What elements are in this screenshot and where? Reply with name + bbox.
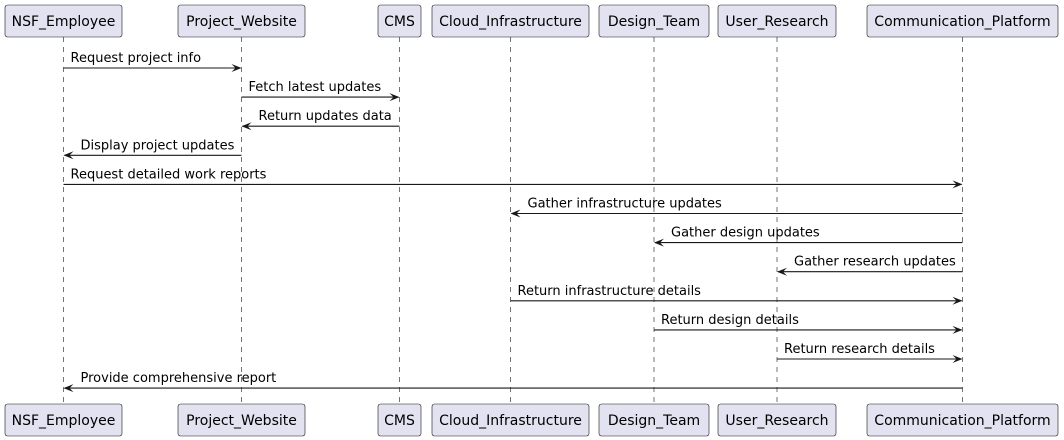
participant-label: Project_Website [186, 413, 297, 429]
participants-bottom: NSF_Employee Project_Website CMS Cloud_Infr… [4, 403, 1059, 437]
message: Gather research updates [777, 255, 963, 276]
message-label: Display project updates [81, 138, 235, 153]
message: Display project updates [63, 138, 242, 160]
participant-box [866, 403, 1059, 437]
participant-bottom-communication-platform: Communication_Platform [866, 403, 1059, 437]
participant-label: CMS [384, 14, 415, 30]
participant-top-project-website: Project_Website [177, 4, 306, 38]
participant-label: NSF_Employee [12, 413, 116, 429]
message-label: Gather design updates [671, 226, 820, 241]
participant-top-cloud-infrastructure: Cloud_Infrastructure [431, 4, 590, 38]
participant-bottom-nsf-employee: NSF_Employee [4, 403, 123, 437]
message: Return design details [654, 313, 963, 334]
arrow-head [654, 238, 664, 247]
participant-label: CMS [384, 413, 415, 429]
message: Return updates data [241, 109, 400, 131]
participant-top-cms: CMS [377, 4, 422, 38]
participant-label: Communication_Platform [874, 14, 1050, 30]
participant-label: User_Research [725, 413, 828, 429]
participant-label: Cloud_Infrastructure [439, 413, 582, 429]
message-label: Request project info [71, 51, 202, 66]
participant-box [598, 403, 710, 437]
message: Provide comprehensive report [63, 371, 963, 393]
participant-top-user-research: User_Research [717, 4, 837, 38]
participants-top: NSF_Employee Project_Website CMS Cloud_Infr… [4, 4, 1059, 38]
participant-box [866, 4, 1059, 38]
arrow-head [952, 180, 963, 189]
arrow-head [510, 209, 521, 218]
arrow-head [952, 296, 963, 305]
message-label: Return updates data [259, 109, 392, 124]
participant-box [4, 403, 123, 437]
participant-box [177, 4, 306, 38]
participant-label: Project_Website [186, 14, 297, 30]
participant-box [717, 4, 837, 38]
participant-box [598, 4, 710, 38]
participant-label: Communication_Platform [874, 413, 1050, 429]
arrow-head [63, 384, 74, 393]
participant-box [377, 4, 422, 38]
participant-top-design-team: Design_Team [598, 4, 710, 38]
message-label: Return design details [661, 313, 799, 328]
message-label: Gather research updates [794, 255, 956, 270]
lifelines [63, 37, 963, 404]
message: Request detailed work reports [63, 167, 963, 189]
message: Request project info [63, 51, 242, 72]
arrow-head [952, 355, 963, 363]
message: Gather design updates [654, 226, 963, 247]
participant-bottom-user-research: User_Research [717, 403, 837, 437]
participant-bottom-cloud-infrastructure: Cloud_Infrastructure [431, 403, 590, 437]
message-label: Provide comprehensive report [81, 371, 277, 386]
participant-label: NSF_Employee [12, 14, 116, 30]
participant-box [177, 403, 306, 437]
message: Return infrastructure details [510, 284, 963, 305]
message: Return research details [777, 342, 963, 363]
message: Gather infrastructure updates [510, 197, 963, 218]
participant-label: Design_Team [608, 14, 700, 30]
participant-bottom-design-team: Design_Team [598, 403, 710, 437]
arrow-head [389, 93, 400, 102]
participant-box [431, 4, 590, 38]
message-label: Return infrastructure details [518, 284, 702, 299]
participant-bottom-project-website: Project_Website [177, 403, 306, 437]
arrow-head [952, 325, 963, 334]
message-label: Return research details [784, 342, 935, 357]
message: Fetch latest updates [241, 80, 400, 102]
arrow-head [231, 64, 242, 72]
participant-box [717, 403, 837, 437]
arrow-head [777, 267, 787, 276]
participant-bottom-cms: CMS [377, 403, 422, 437]
arrow-head [63, 151, 74, 160]
message-label: Gather infrastructure updates [528, 197, 723, 212]
message-label: Request detailed work reports [71, 167, 267, 182]
participant-top-nsf-employee: NSF_Employee [4, 4, 123, 38]
participant-box [4, 4, 123, 38]
participant-label: Cloud_Infrastructure [439, 14, 582, 30]
arrow-head [241, 122, 252, 131]
participant-box [431, 403, 590, 437]
participant-label: User_Research [725, 14, 828, 30]
message-label: Fetch latest updates [249, 80, 382, 95]
participant-box [377, 403, 422, 437]
participant-label: Design_Team [608, 413, 700, 429]
participant-top-communication-platform: Communication_Platform [866, 4, 1059, 38]
